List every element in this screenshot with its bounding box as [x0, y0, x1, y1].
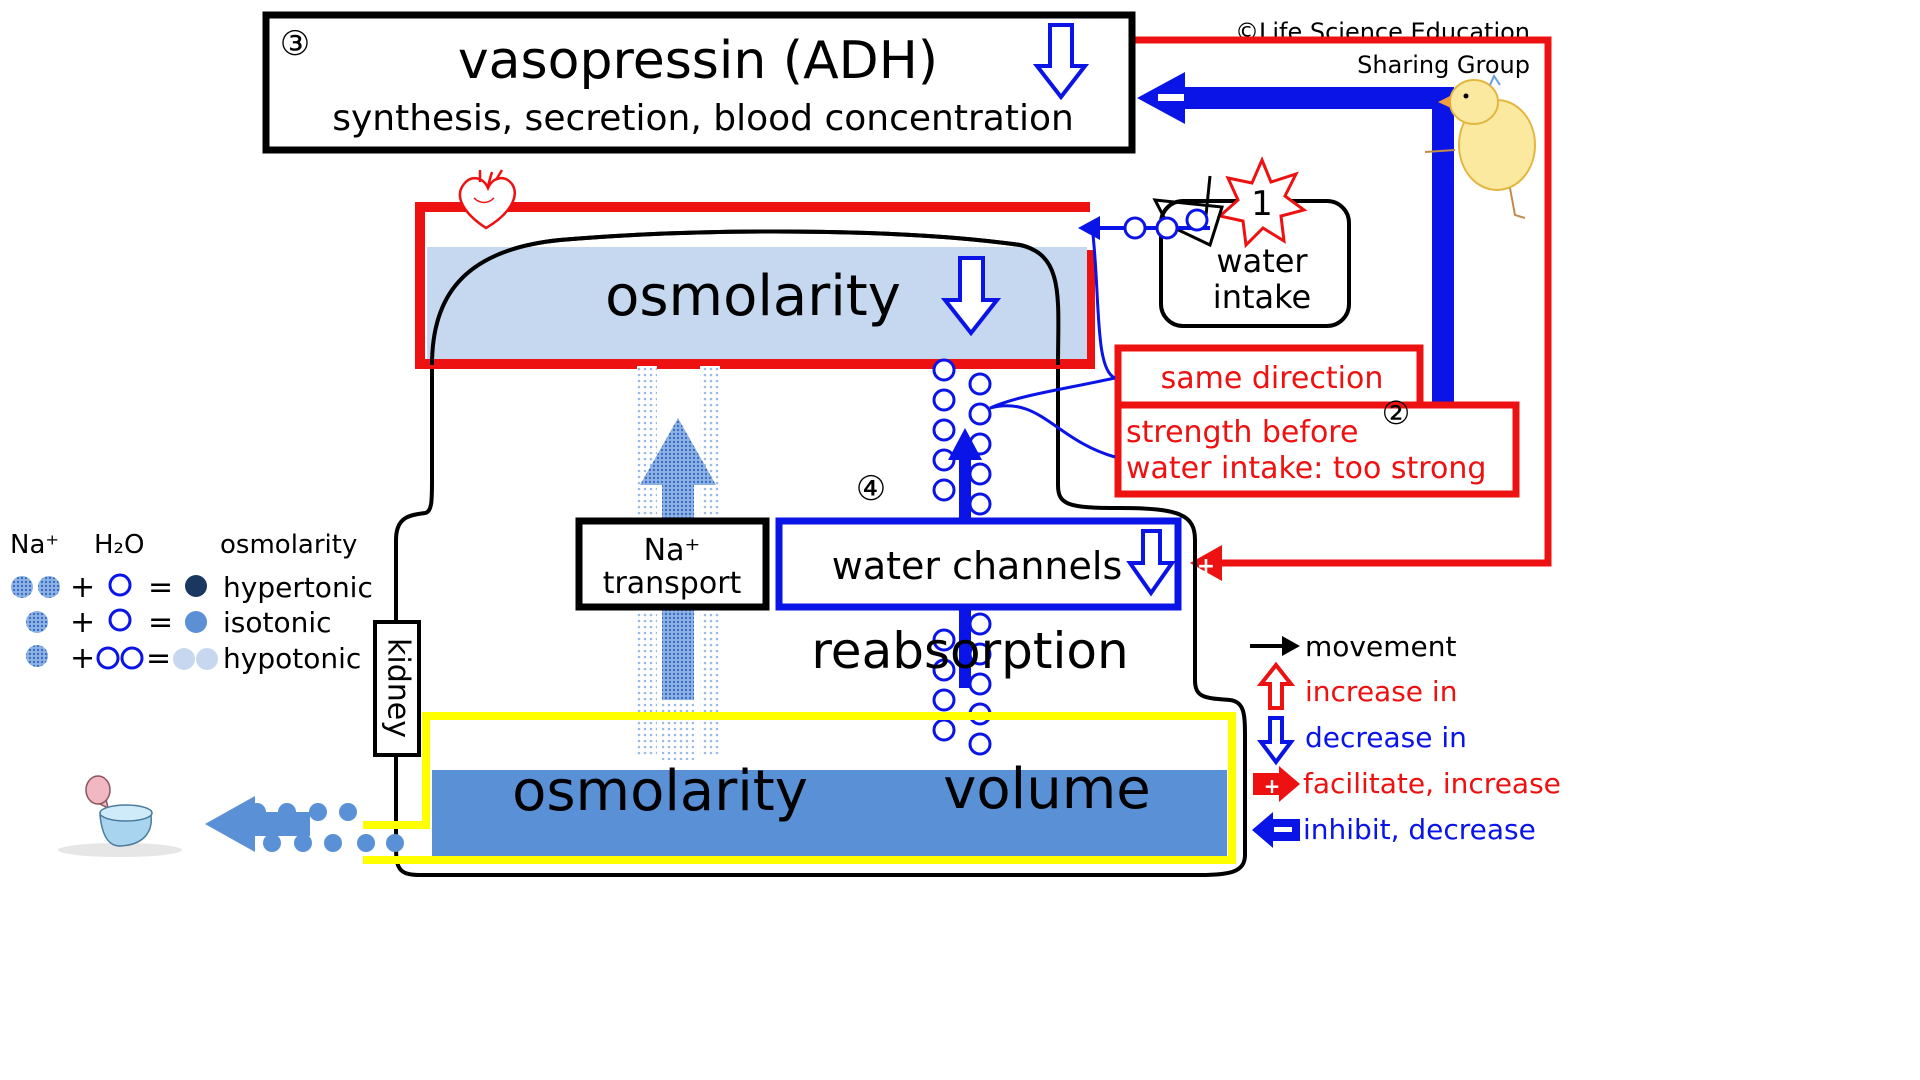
na-transport-box	[575, 517, 770, 611]
legend-col-na: Na⁺	[10, 530, 59, 560]
legend-row-hypertonic: hypertonic	[223, 571, 373, 604]
legend-equals: =	[148, 570, 173, 605]
legend-plus: +	[70, 641, 95, 676]
strength-box	[1114, 401, 1520, 498]
same-direction-box	[1114, 344, 1424, 409]
legend-col-h2o: H₂O	[94, 530, 144, 560]
water-bubble	[968, 402, 992, 426]
excretion-flow	[205, 796, 404, 852]
water-bubble	[932, 478, 956, 502]
water-bubble	[968, 372, 992, 396]
na-transport-line2: transport	[603, 566, 742, 601]
feedback-red-line	[1135, 36, 1552, 567]
legend-plus: +	[70, 570, 95, 605]
connector-to-callout-top	[1091, 234, 1116, 380]
water-bubble	[968, 462, 992, 486]
water-intake-line1: water	[1216, 242, 1308, 280]
vasopressin-subtitle: synthesis, secretion, blood concentratio…	[332, 98, 1074, 139]
na-transport-line1: Na⁺	[644, 533, 701, 568]
same-direction-label: same direction	[1161, 361, 1384, 396]
legend-increase: increase in	[1305, 675, 1457, 708]
legend-decrease: decrease in	[1305, 721, 1467, 754]
water-bubble	[932, 658, 956, 682]
vasopressin-title: vasopressin (ADH)	[458, 31, 938, 91]
water-upflow-arrowhead	[948, 428, 982, 460]
water-bubble	[932, 418, 956, 442]
legend-col-osm: osmolarity	[220, 530, 357, 560]
urine-osmolarity-label: osmolarity	[512, 759, 808, 824]
reabsorption-label: reabsorption	[811, 622, 1128, 680]
legend-movement: movement	[1305, 630, 1456, 663]
kidney-label: kidney	[381, 638, 416, 738]
vasopressin-decrease-arrow	[1032, 23, 1090, 101]
facilitate-arrowhead	[1190, 545, 1222, 581]
chick-icon	[1424, 73, 1536, 219]
callout-number: ②	[1382, 394, 1411, 432]
water-channels-decrease-arrow	[1126, 529, 1176, 597]
step3-number: ③	[280, 24, 310, 64]
inhibit-blue-line	[1180, 87, 1454, 405]
legend-plus: +	[70, 605, 95, 640]
blood-vessel-outline	[415, 202, 1095, 369]
diagram-canvas: ©Life Science Education Sharing Group + …	[10, 11, 1561, 877]
urine-fill	[432, 770, 1227, 856]
blood-osmolarity-decrease-arrow	[940, 256, 1002, 337]
strength-line2: water intake: too strong	[1126, 451, 1486, 486]
water-channels-label: water channels	[832, 544, 1123, 588]
strength-line1: strength before	[1126, 415, 1358, 450]
water-channels-box	[775, 517, 1182, 611]
urine-volume-label: volume	[943, 757, 1150, 822]
water-bubble	[932, 388, 956, 412]
water-intake-number: 1	[1251, 184, 1273, 224]
legend-facilitate: facilitate, increase	[1303, 767, 1561, 800]
legend-facilitate-plus: +	[1264, 774, 1281, 798]
arrow-legend: movement increase in decrease in + facil…	[1250, 630, 1561, 848]
toilet-icon	[58, 775, 182, 857]
heart-icon	[458, 169, 516, 230]
inhibit-minus	[1158, 94, 1184, 101]
solute-legend: Na⁺ H₂O osmolarity + = hypertonic + = is…	[10, 530, 373, 676]
legend-row-hypotonic: hypotonic	[223, 642, 361, 675]
step4-number: ④	[856, 469, 886, 509]
legend-inhibit: inhibit, decrease	[1303, 813, 1536, 846]
legend-equals: =	[146, 641, 171, 676]
kidney-label-box	[373, 620, 421, 757]
vasopressin-box	[262, 11, 1136, 154]
legend-row-isotonic: isotonic	[223, 606, 332, 639]
facilitate-plus: +	[1197, 554, 1215, 579]
starburst-icon	[1216, 156, 1308, 249]
copyright-line2: Sharing Group	[1357, 51, 1530, 79]
blood-osmolarity-label: osmolarity	[605, 264, 901, 329]
water-intake-line2: intake	[1213, 278, 1311, 316]
water-bubble	[968, 492, 992, 516]
water-bubble	[932, 358, 956, 382]
water-bubble	[968, 732, 992, 756]
water-bubble-line	[1078, 208, 1210, 240]
legend-equals: =	[148, 605, 173, 640]
urine-yellow-border	[363, 712, 1236, 864]
kidney-upper-curve	[430, 229, 1061, 366]
water-bubble	[932, 688, 956, 712]
water-bubble	[932, 628, 956, 652]
connector-callout-to-bubbles	[989, 376, 1116, 459]
diagram-svg: ©Life Science Education Sharing Group + …	[10, 11, 1561, 877]
water-bubble	[932, 718, 956, 742]
